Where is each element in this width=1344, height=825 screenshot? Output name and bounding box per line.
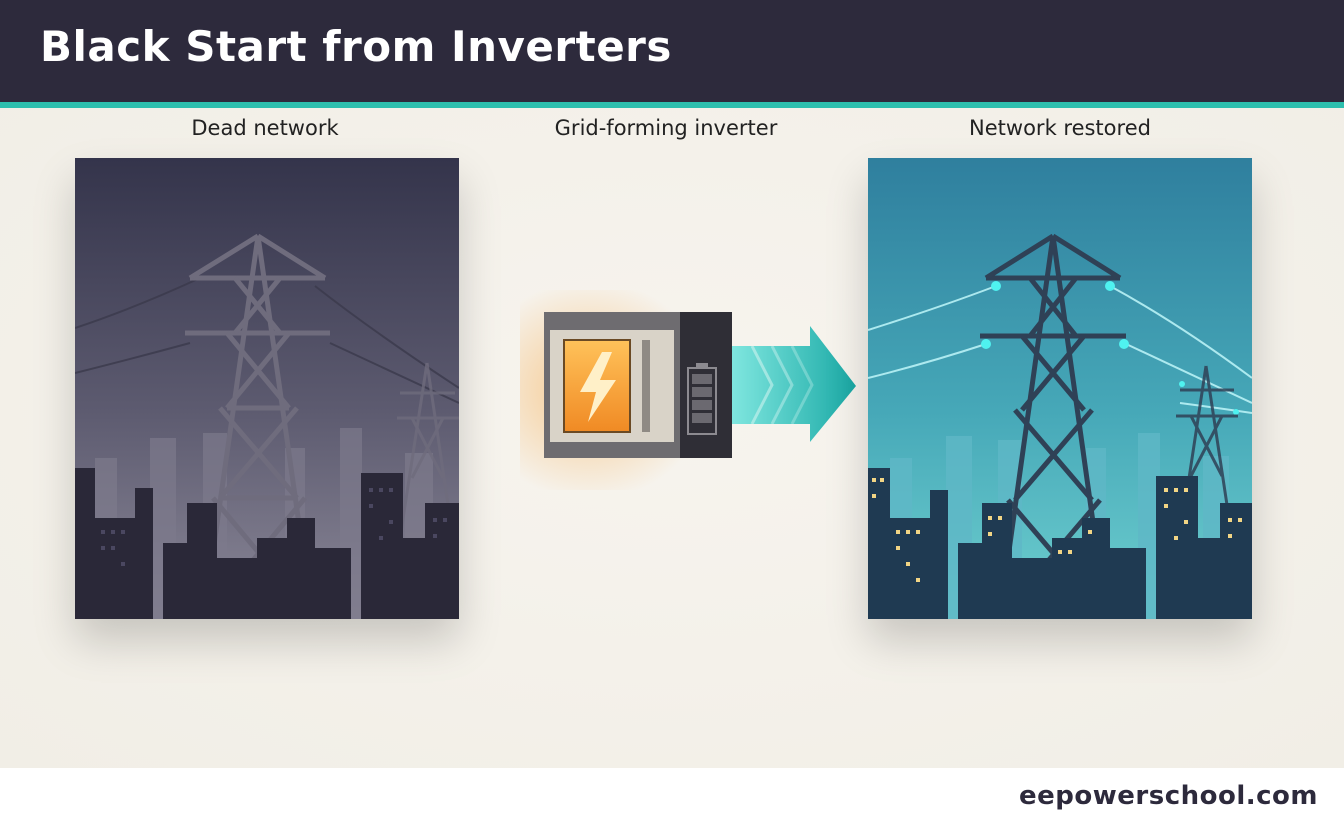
- label-grid-forming-inverter: Grid-forming inverter: [554, 116, 778, 140]
- grid-forming-inverter-illustration: [470, 280, 860, 500]
- restored-network-illustration: [868, 158, 1252, 619]
- footer-bar: [0, 768, 1344, 825]
- footer-site-link[interactable]: eepowerschool.com: [1019, 781, 1318, 811]
- label-network-restored: Network restored: [969, 116, 1151, 140]
- arrow-right-icon: [732, 326, 856, 442]
- header-bar: [0, 0, 1344, 102]
- header-accent-line: [0, 102, 1344, 108]
- lightning-bolt-icon: [580, 352, 616, 422]
- dead-network-illustration: [75, 158, 459, 619]
- label-dead-network: Dead network: [191, 116, 339, 140]
- battery-icon: [687, 363, 717, 435]
- page-title: Black Start from Inverters: [40, 22, 672, 71]
